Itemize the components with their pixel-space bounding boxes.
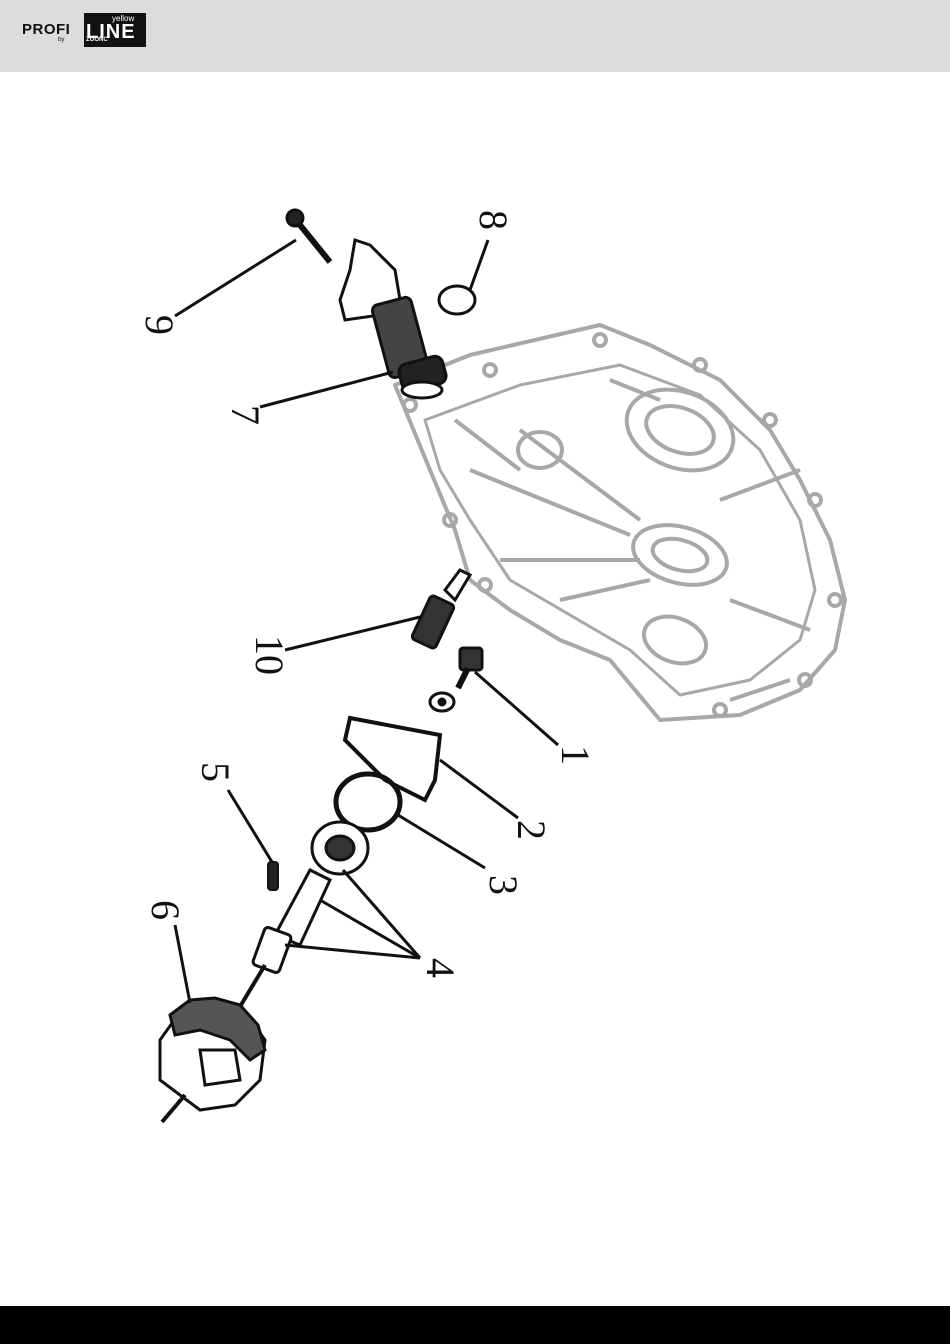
part-8-o-ring (439, 286, 475, 314)
part-9-screw (287, 210, 330, 262)
callout-2: 2 (509, 820, 554, 840)
callout-7: 7 (223, 405, 268, 425)
part-6-gear (160, 965, 265, 1122)
callout-9: 9 (137, 315, 182, 335)
part-5-pin (268, 862, 278, 890)
exploded-parts-diagram: 1 2 3 4 5 6 7 8 9 10 (0, 72, 950, 1306)
logo-brand-text: ZGONC (86, 37, 108, 43)
callout-10: 10 (247, 635, 292, 675)
profiline-logo: PROFI yellow LINE by ZGONC (22, 13, 148, 47)
callout-labels: 1 2 3 4 5 6 7 8 9 10 (137, 210, 598, 978)
part-7-filler-assembly (340, 240, 448, 398)
callout-8: 8 (471, 210, 516, 230)
callout-5: 5 (193, 762, 238, 782)
footer-bar (0, 1306, 950, 1344)
callout-6: 6 (143, 900, 188, 920)
logo-by-text: by (58, 37, 64, 43)
part-10-pin (411, 570, 470, 649)
callout-3: 3 (481, 875, 526, 895)
callout-1: 1 (553, 745, 598, 765)
part-1-bolt (430, 648, 482, 711)
callout-4: 4 (418, 958, 463, 978)
logo-profi-text: PROFI (22, 21, 70, 38)
header-bar: PROFI yellow LINE by ZGONC (0, 0, 950, 72)
